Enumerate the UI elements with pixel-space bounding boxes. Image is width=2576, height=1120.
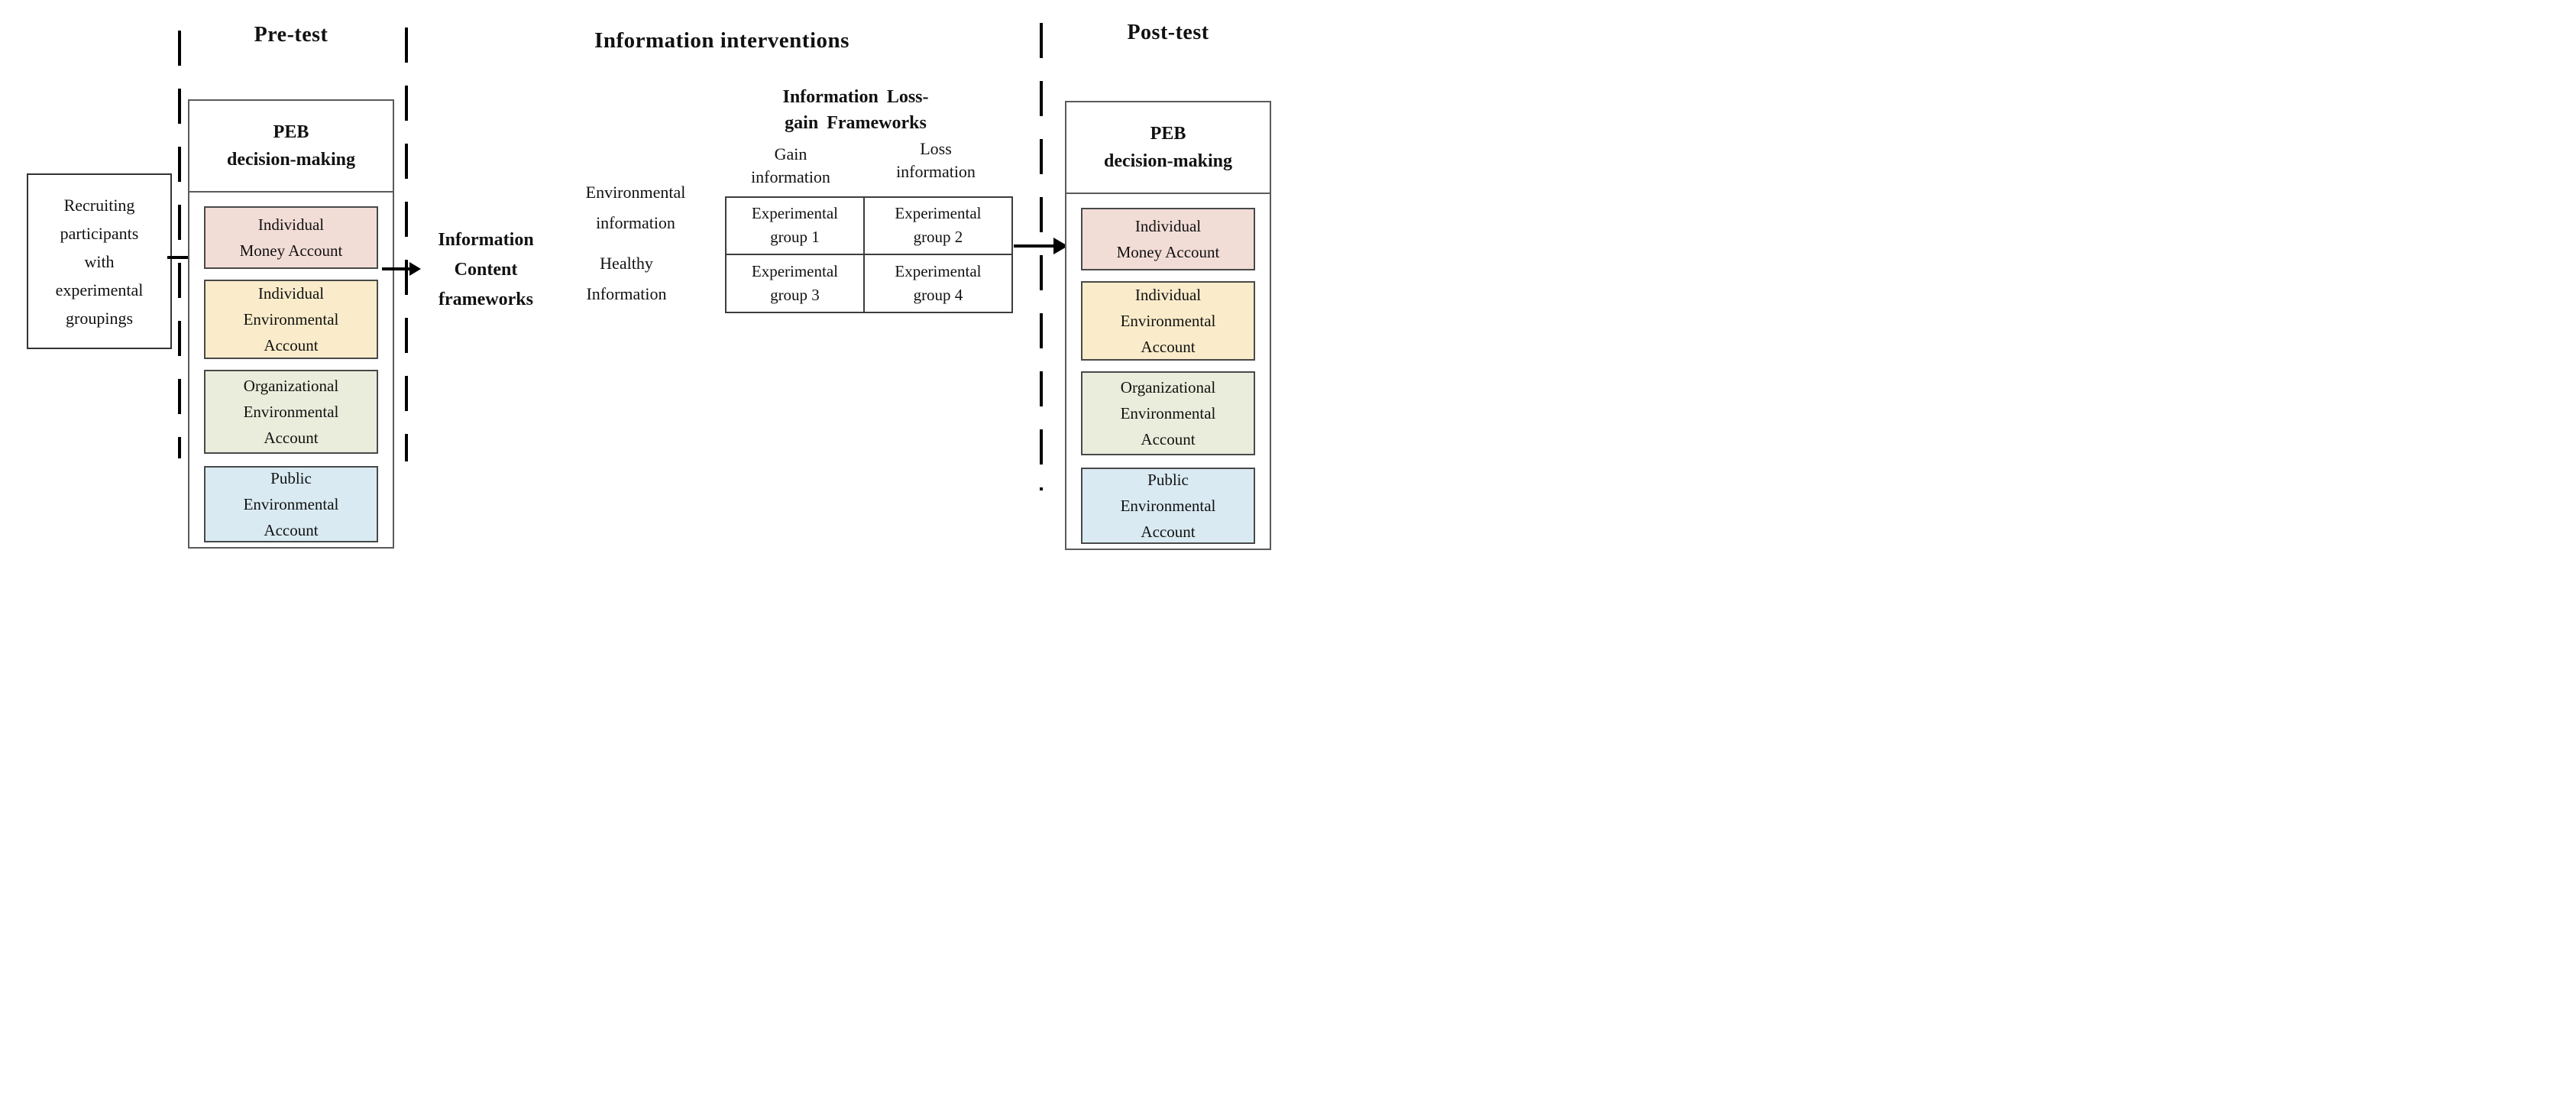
account-label-line: Account xyxy=(1141,338,1196,356)
recruiting-participants-box: Recruiting participants with experimenta… xyxy=(27,173,172,349)
information-content-frameworks-label: Information Content frameworks xyxy=(422,225,550,315)
cell-line: group 3 xyxy=(770,285,820,304)
column-label-gain-information: Gain information xyxy=(733,143,848,189)
account-label-line: Individual xyxy=(257,215,325,234)
column-label-line: information xyxy=(751,167,830,186)
cell-line: group 4 xyxy=(913,285,963,304)
account-label-line: Organizational xyxy=(1120,378,1216,397)
account-label-line: Organizational xyxy=(243,377,339,395)
account-label-line: Individual xyxy=(1134,286,1202,304)
row-label-line: Environmental xyxy=(585,183,686,202)
content-frameworks-line: Information xyxy=(438,230,534,250)
pretest-organizational-environmental-account-box: Organizational Environmental Account xyxy=(204,370,378,454)
account-label-line: Environmental xyxy=(1120,404,1216,422)
information-loss-gain-frameworks-heading: Information Loss- gain Frameworks xyxy=(752,84,959,136)
recruiting-line: groupings xyxy=(66,308,133,328)
stage-title-pretest: Pre-test xyxy=(254,23,328,47)
flow-arrow-table-to-posttest-head-icon xyxy=(1053,238,1068,254)
flow-arrow-table-to-posttest-shaft xyxy=(1014,244,1055,248)
column-label-line: Loss xyxy=(920,139,952,158)
account-label-line: Environmental xyxy=(1120,497,1216,515)
row-label-line: information xyxy=(596,213,675,232)
loss-gain-heading-line: gain Frameworks xyxy=(785,113,927,133)
stage-title-interventions: Information interventions xyxy=(594,28,849,53)
account-label-line: Environmental xyxy=(243,495,339,513)
pretest-peb-header: PEB decision-making xyxy=(189,101,393,193)
table-cell-group-4: Experimental group 4 xyxy=(865,255,1011,312)
posttest-individual-environmental-account-box: Individual Environmental Account xyxy=(1081,281,1255,361)
row-label-healthy-information: Healthy Information xyxy=(561,248,691,309)
table-cell-group-2: Experimental group 2 xyxy=(864,198,1011,255)
posttest-peb-panel: PEB decision-making Individual Money Acc… xyxy=(1065,101,1271,550)
experiment-design-diagram: Pre-test Information interventions Post-… xyxy=(0,0,1288,560)
recruiting-line: Recruiting xyxy=(63,195,135,215)
cell-line: group 2 xyxy=(913,228,963,247)
account-label-line: Money Account xyxy=(1116,243,1220,261)
account-label-line: Public xyxy=(1147,471,1189,489)
account-label-line: Public xyxy=(270,469,312,487)
account-label-line: Account xyxy=(1141,430,1196,448)
posttest-organizational-environmental-account-box: Organizational Environmental Account xyxy=(1081,371,1255,455)
posttest-left-dashed-divider-line xyxy=(1040,23,1043,490)
peb-header-line: PEB xyxy=(273,122,309,142)
posttest-individual-money-account-box: Individual Money Account xyxy=(1081,208,1255,270)
content-frameworks-line: frameworks xyxy=(439,290,533,309)
posttest-peb-header: PEB decision-making xyxy=(1066,102,1270,194)
account-label-line: Environmental xyxy=(243,310,339,329)
recruiting-line: participants xyxy=(60,223,139,243)
experimental-groups-table: Experimental group 1 Experimental group … xyxy=(725,196,1013,313)
cell-line: Experimental xyxy=(751,261,838,280)
loss-gain-heading-line: Information Loss- xyxy=(782,87,929,107)
column-label-line: information xyxy=(896,162,976,181)
peb-header-line: PEB xyxy=(1150,124,1186,144)
pretest-individual-money-account-box: Individual Money Account xyxy=(204,206,378,269)
peb-header-line: decision-making xyxy=(226,150,356,170)
row-label-line: Healthy xyxy=(600,254,653,273)
account-label-line: Account xyxy=(264,521,319,539)
flow-arrow-recruiting-to-pretest-shaft xyxy=(167,256,195,259)
column-label-line: Gain xyxy=(774,144,807,163)
flow-arrow-pretest-to-content-head-icon xyxy=(409,262,421,276)
account-label-line: Money Account xyxy=(239,241,343,260)
account-label-line: Individual xyxy=(257,284,325,303)
table-cell-group-1: Experimental group 1 xyxy=(727,198,865,255)
cell-line: Experimental xyxy=(895,261,982,280)
peb-header-line: decision-making xyxy=(1103,151,1233,171)
cell-line: Experimental xyxy=(751,204,838,223)
pretest-right-dashed-divider-line xyxy=(405,28,408,461)
account-label-line: Environmental xyxy=(1120,312,1216,330)
content-frameworks-line: Content xyxy=(454,260,518,280)
cell-line: Experimental xyxy=(895,204,982,223)
account-label-line: Account xyxy=(264,429,319,447)
recruiting-line: experimental xyxy=(55,280,144,299)
pretest-peb-panel: PEB decision-making Individual Money Acc… xyxy=(188,99,394,549)
row-label-environmental-information: Environmental information xyxy=(571,177,701,238)
pretest-account-list: Individual Money Account Individual Envi… xyxy=(189,193,393,542)
pretest-individual-environmental-account-box: Individual Environmental Account xyxy=(204,280,378,359)
pretest-public-environmental-account-box: Public Environmental Account xyxy=(204,466,378,542)
table-cell-group-3: Experimental group 3 xyxy=(727,254,865,312)
account-label-line: Environmental xyxy=(243,403,339,421)
posttest-account-list: Individual Money Account Individual Envi… xyxy=(1066,194,1270,544)
column-label-loss-information: Loss information xyxy=(879,138,993,183)
recruiting-line: with xyxy=(84,251,115,271)
cell-line: group 1 xyxy=(770,228,820,247)
row-label-line: Information xyxy=(586,284,667,303)
account-label-line: Account xyxy=(1141,523,1196,541)
posttest-public-environmental-account-box: Public Environmental Account xyxy=(1081,468,1255,544)
account-label-line: Individual xyxy=(1134,217,1202,235)
stage-title-posttest: Post-test xyxy=(1127,21,1209,44)
flow-arrow-pretest-to-content-shaft xyxy=(382,267,411,270)
pretest-left-dashed-divider-line xyxy=(178,31,181,458)
account-label-line: Account xyxy=(264,336,319,354)
